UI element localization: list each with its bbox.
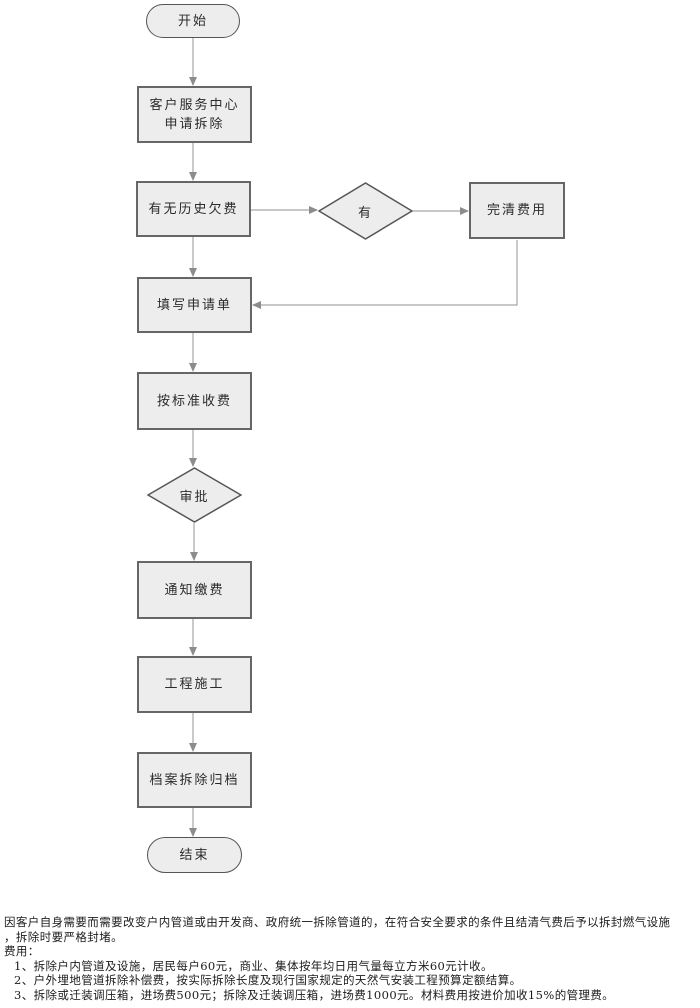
node-apply-label: 客户服务中心 申请拆除: [149, 96, 239, 134]
node-pay-off-fees-label: 完清费用: [486, 203, 547, 218]
node-decision-has-arrears-label: 有: [357, 205, 373, 221]
node-apply-label-line2: 申请拆除: [164, 116, 225, 132]
node-decision-approval: 审批: [147, 467, 242, 523]
node-notify-payment-label: 通知缴费: [164, 582, 225, 598]
notes-paragraph-line1: 因客户自身需要而需要改变户内管道或由开发商、政府统一拆除管道的，在符合安全要求的…: [4, 915, 671, 929]
node-end: 结束: [147, 837, 242, 873]
node-archive-label: 档案拆除归档: [149, 772, 240, 788]
node-fill-form: 填写申请单: [137, 277, 252, 333]
node-pay-off-fees: 完清费用: [469, 182, 565, 239]
node-check-arrears: 有无历史欠费: [136, 181, 251, 237]
node-start: 开始: [146, 4, 240, 38]
node-apply-demolition: 客户服务中心 申请拆除: [137, 86, 252, 143]
node-decision-approval-label: 审批: [179, 489, 210, 505]
notes-fee-item-2: 2、户外埋地管道拆除补偿费，按实际拆除长度及现行国家规定的天然气安装工程预算定额…: [14, 973, 522, 988]
node-notify-payment: 通知缴费: [137, 561, 252, 619]
notes-block: 因客户自身需要而需要改变户内管道或由开发商、政府统一拆除管道的，在符合安全要求的…: [4, 915, 696, 1003]
notes-fee-item-3: 3、拆除或迁装调压箱，进场费500元；拆除及迁装调压箱，进场费1000元。材料费…: [14, 987, 615, 1002]
diamond-shape: [147, 467, 242, 523]
notes-paragraph-line2: ，拆除时要严格封堵。: [4, 929, 123, 944]
notes-fee-title: 费用：: [4, 944, 40, 959]
node-fill-form-label: 填写申请单: [156, 297, 232, 313]
diamond-shape: [318, 182, 413, 240]
node-end-label: 结束: [179, 847, 210, 863]
notes-fee-item-1: 1、拆除户内管道及设施，居民每户60元，商业、集体按年均日用气量每立方米60元计…: [14, 958, 493, 973]
node-construction-label: 工程施工: [164, 677, 225, 692]
node-apply-label-line1: 客户服务中心: [149, 97, 240, 113]
node-archive: 档案拆除归档: [137, 752, 252, 808]
node-charge-standard-label: 按标准收费: [156, 393, 232, 409]
node-start-label: 开始: [177, 13, 208, 29]
node-construction: 工程施工: [137, 656, 252, 713]
node-decision-has-arrears: 有: [318, 182, 413, 240]
node-charge-standard: 按标准收费: [137, 372, 252, 430]
node-check-arrears-label: 有无历史欠费: [148, 201, 239, 217]
edge-payoff-to-form: [252, 240, 518, 309]
